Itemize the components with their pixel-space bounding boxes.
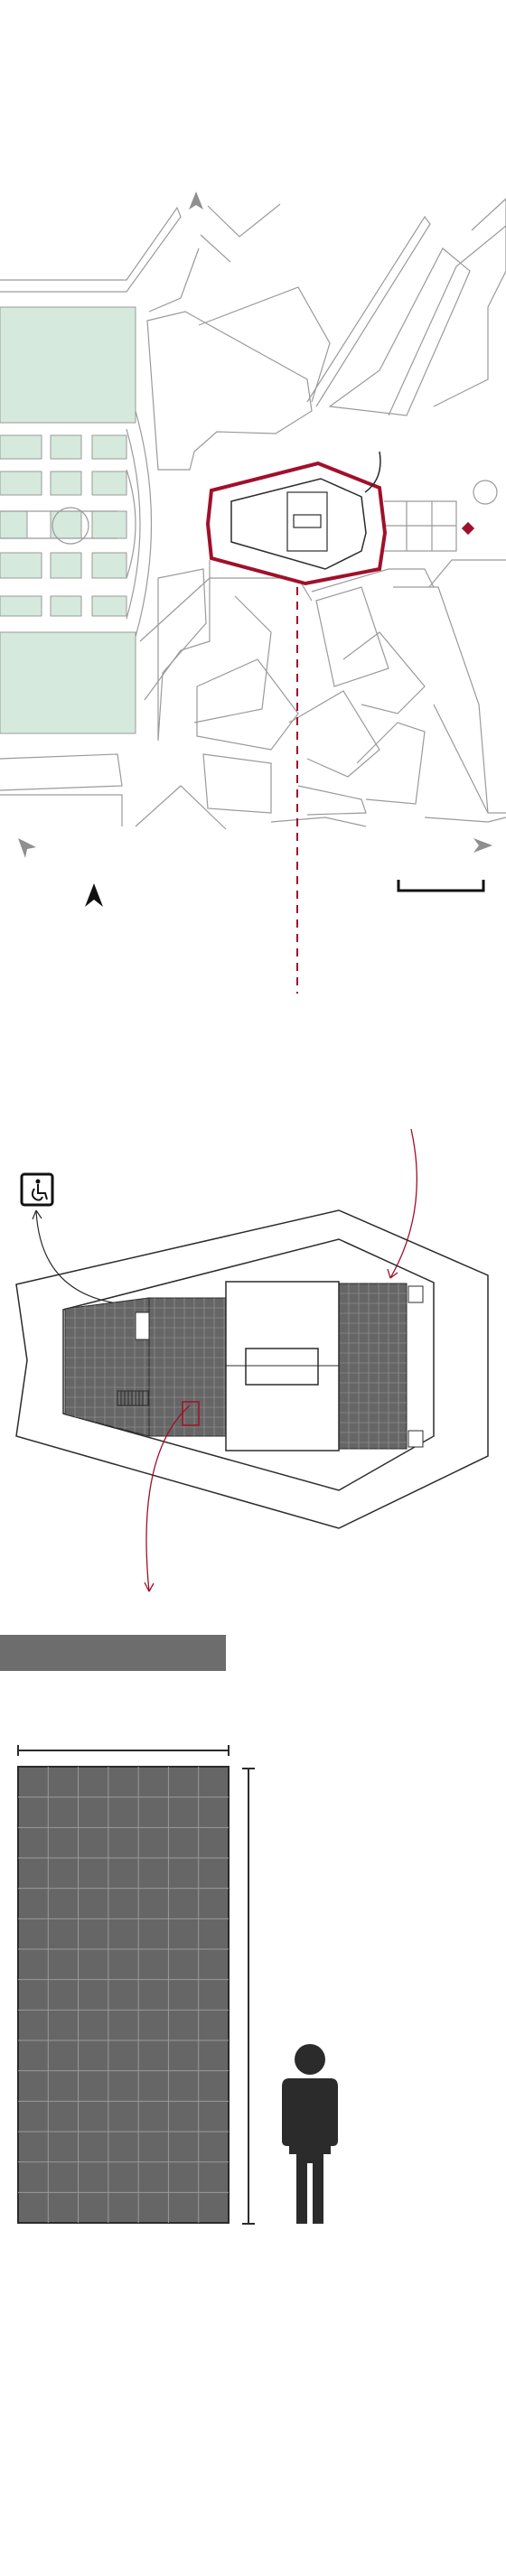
block	[328, 247, 471, 416]
stair-left-treads	[120, 1391, 144, 1405]
park-plot	[91, 471, 127, 496]
building-inner	[230, 478, 367, 570]
building-boundary	[205, 461, 388, 586]
block	[388, 225, 506, 416]
park-block-bottom	[0, 631, 136, 734]
diamond-marker-icon	[461, 521, 475, 536]
road	[311, 568, 435, 593]
module-detail	[17, 1745, 338, 2225]
block	[433, 198, 506, 407]
stair-left	[117, 1390, 149, 1406]
plaza	[384, 500, 457, 552]
block	[270, 817, 367, 827]
arrow-top-icon	[189, 191, 203, 210]
block	[306, 215, 431, 407]
entrance-box	[135, 1311, 150, 1340]
accessible-route-arrowhead	[32, 1209, 42, 1220]
access-box	[182, 1401, 200, 1426]
park-areas	[0, 306, 136, 734]
panel-module	[17, 1766, 230, 2224]
seating-area-center	[148, 1297, 230, 1437]
central-axis	[0, 510, 117, 539]
height-dimension	[242, 1768, 255, 2225]
human-figure-icon	[282, 2044, 338, 2224]
map-scale-bar	[397, 880, 485, 892]
block	[144, 560, 211, 701]
roundabout	[473, 480, 498, 505]
panel-grid	[18, 1767, 229, 2223]
park-arc-mid	[126, 428, 141, 620]
access-curve	[364, 451, 381, 493]
park-plot	[0, 510, 28, 539]
park-plot	[0, 471, 42, 496]
block	[0, 753, 123, 791]
stair-right-bottom	[408, 1430, 424, 1448]
park-plot	[91, 552, 127, 579]
road	[139, 577, 211, 642]
building-core	[286, 491, 328, 552]
block	[207, 203, 281, 238]
circulation-arrow-bottom	[145, 1405, 191, 1592]
block	[146, 311, 313, 471]
circulation-arrowhead-top	[387, 1268, 398, 1279]
section-band	[0, 1635, 226, 1671]
block	[148, 247, 200, 313]
block	[198, 286, 331, 403]
building-inner-wall	[62, 1238, 435, 1491]
block	[393, 586, 489, 814]
north-arrow-icon	[85, 883, 103, 907]
block	[424, 817, 506, 823]
block	[297, 785, 367, 816]
block	[200, 234, 231, 263]
stair-right-top	[408, 1285, 424, 1303]
building-stage	[293, 514, 322, 528]
block	[135, 785, 227, 830]
width-dimension	[17, 1745, 230, 1756]
block	[433, 704, 506, 814]
block	[342, 631, 426, 714]
arrow-right-icon	[473, 838, 492, 853]
block	[193, 595, 272, 723]
park-plot	[0, 595, 42, 617]
park-plot	[0, 552, 42, 579]
block	[0, 206, 182, 293]
circulation-arrowhead-bottom	[144, 1582, 155, 1592]
site-plan	[0, 191, 506, 994]
street-lines	[0, 198, 506, 830]
accessible-route	[35, 1209, 136, 1306]
block	[288, 690, 380, 778]
block	[157, 568, 207, 742]
stage-inner	[245, 1348, 319, 1386]
park-plot	[91, 595, 127, 617]
wheelchair-icon	[20, 1172, 54, 1207]
park-arc-inner	[126, 469, 136, 579]
block	[0, 794, 123, 826]
park-plot	[0, 434, 42, 460]
park-plot	[91, 434, 127, 460]
block	[428, 559, 506, 588]
arrow-left-icon	[18, 838, 36, 858]
circulation-arrow-top	[389, 1128, 417, 1279]
direction-markers	[18, 191, 492, 858]
seating-area-right	[338, 1283, 408, 1450]
block	[356, 722, 426, 805]
building-outline	[205, 451, 388, 586]
park-plot	[91, 510, 127, 539]
park-plot	[50, 471, 82, 496]
floor-plan	[15, 1128, 489, 1592]
park-plot	[50, 552, 82, 579]
block	[196, 658, 299, 751]
park-plot	[50, 595, 82, 617]
building-outer-wall	[15, 1209, 489, 1529]
park-plot	[50, 434, 82, 460]
block	[202, 753, 272, 814]
central-circle	[52, 507, 89, 545]
gray-band	[0, 1635, 226, 1671]
park-block-top	[0, 306, 136, 424]
block	[315, 586, 389, 687]
park-arc-outer	[135, 410, 153, 638]
